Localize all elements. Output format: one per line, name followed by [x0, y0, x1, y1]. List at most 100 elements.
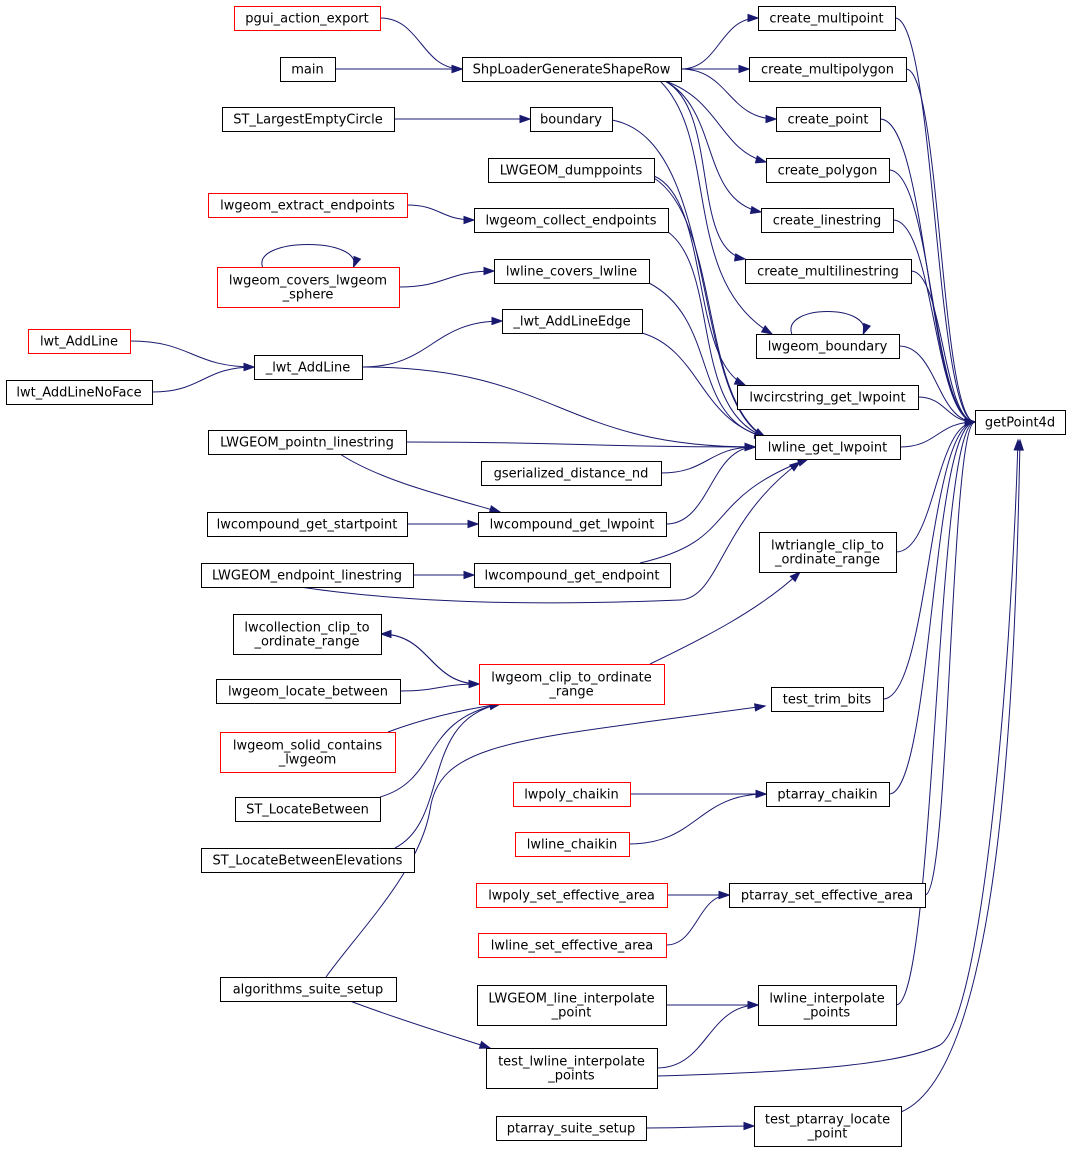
node-test-lwline-interpolate-points[interactable]: test_lwline_interpolate_points [486, 1048, 658, 1089]
node-main[interactable]: main [280, 57, 336, 82]
node-lwgeom-endpoint-linestring[interactable]: LWGEOM_endpoint_linestring [201, 563, 414, 588]
node-lwline-interpolate-points[interactable]: lwline_interpolate_points [758, 985, 897, 1026]
node-lwtriangle-clip-to-ordinate-range[interactable]: lwtriangle_clip_to_ordinate_range [759, 532, 897, 573]
edge-ptarray-suite-setup-to-test-ptarray-locate-point [645, 1121, 756, 1131]
node-lwt-addlinenoface[interactable]: lwt_AddLineNoFace [6, 380, 153, 405]
node-create-linestring[interactable]: create_linestring [761, 208, 894, 233]
node-label: ptarray_chaikin [777, 788, 877, 803]
node-boundary[interactable]: boundary [530, 107, 613, 132]
node-lwgeom-boundary[interactable]: lwgeom_boundary [756, 334, 900, 359]
node-label: create_linestring [773, 214, 882, 229]
node-label: ptarray_set_effective_area [741, 889, 913, 904]
edge-lwline-set-effective-area-to-ptarray-set-effective-area [665, 890, 731, 946]
node-box [233, 614, 382, 655]
node-lwgeom-extract-endpoints[interactable]: lwgeom_extract_endpoints [208, 193, 408, 218]
node-lwline-set-effective-area[interactable]: lwline_set_effective_area [478, 933, 667, 958]
node-lwgeom-dumppoints[interactable]: LWGEOM_dumppoints [488, 158, 655, 183]
node-ptarray-suite-setup[interactable]: ptarray_suite_setup [496, 1116, 647, 1141]
node-box [486, 1048, 658, 1089]
node-lwgeom-clip-to-ordinate-range[interactable]: lwgeom_clip_to_ordinate_range [479, 664, 665, 705]
node-lwgeom-solid-contains-lwgeom[interactable]: lwgeom_solid_contains_lwgeom [220, 732, 396, 773]
node-lwline-covers-lwline[interactable]: lwline_covers_lwline [494, 259, 650, 284]
node-box [201, 563, 414, 588]
node-pgui-action-export[interactable]: pgui_action_export [234, 6, 381, 31]
node-label: create_multipolygon [761, 63, 894, 78]
node-lwgeom-collect-endpoints[interactable]: lwgeom_collect_endpoints [474, 208, 669, 233]
node-box [220, 732, 396, 773]
node-test-ptarray-locate-point[interactable]: test_ptarray_locate_point [754, 1106, 902, 1147]
node-create-polygon[interactable]: create_polygon [766, 158, 890, 183]
node-label: lwline_set_effective_area [491, 939, 654, 954]
node-box [761, 208, 894, 233]
edge-lwline-interpolate-points-to-getpoint4d [895, 417, 977, 1006]
node-label: lwpoly_set_effective_area [488, 889, 655, 904]
node-box [234, 6, 381, 31]
node-test-trim-bits[interactable]: test_trim_bits [771, 687, 884, 712]
node-algorithms-suite-setup[interactable]: algorithms_suite_setup [220, 977, 397, 1002]
edge-test-lwline-interpolate-points-to-lwline-interpolate-points [656, 1000, 760, 1069]
node-gserialized-distance-nd[interactable]: gserialized_distance_nd [481, 461, 662, 486]
edge-lwgeom-extract-endpoints-to-lwgeom-collect-endpoints [406, 204, 476, 225]
node-box [235, 797, 381, 822]
nodes-layer: getPoint4dcreate_multipointcreate_multip… [6, 6, 1066, 1147]
node-st-locatebetween[interactable]: ST_LocateBetween [235, 797, 381, 822]
node-label: _sphere [282, 288, 334, 303]
edge-lwcompound-get-lwpoint-to-lwline-get-lwpoint [665, 442, 757, 525]
node-label: create_point [788, 113, 869, 128]
node-label: _ordinate_range [253, 635, 359, 650]
edge-test-lwline-interpolate-points-to-getpoint4d [656, 438, 1022, 1077]
node-label: LWGEOM_endpoint_linestring [212, 569, 402, 584]
node-lwcompound-get-startpoint[interactable]: lwcompound_get_startpoint [207, 512, 408, 537]
node-lwcompound-get-lwpoint[interactable]: lwcompound_get_lwpoint [478, 512, 667, 537]
node-label: lwt_AddLine [40, 335, 118, 350]
node-lwgeom-pointn-linestring[interactable]: LWGEOM_pointn_linestring [208, 430, 407, 455]
node-lwt-addline[interactable]: lwt_AddLine [28, 329, 131, 354]
node-ptarray-chaikin[interactable]: ptarray_chaikin [766, 782, 890, 807]
node-label: _points [547, 1069, 595, 1084]
node-label: lwline_covers_lwline [506, 265, 637, 280]
node-lwgeom-locate-between[interactable]: lwgeom_locate_between [216, 679, 401, 704]
edge-lwgeom-covers-lwgeom-sphere-to-lwline-covers-lwline [398, 266, 496, 288]
edge-main-to-shploadergenerateshaperow [335, 64, 464, 74]
node-label: lwtriangle_clip_to [771, 539, 884, 554]
node-box [6, 380, 153, 405]
edge-lwline-covers-lwline-to-lwline-get-lwpoint [648, 282, 767, 439]
edge-lwgeom-endpoint-linestring-to-lwline-get-lwpoint [299, 461, 802, 604]
node-lwpoly-chaikin[interactable]: lwpoly_chaikin [513, 782, 631, 807]
node-create-multipolygon[interactable]: create_multipolygon [749, 57, 907, 82]
edge-shploadergenerateshaperow-to-create-multipoint [680, 13, 760, 70]
node-create-multipoint[interactable]: create_multipoint [758, 6, 896, 31]
node-box [502, 309, 643, 334]
node-label: _point [807, 1127, 848, 1142]
edge-pgui-action-export-to-shploadergenerateshaperow [379, 17, 464, 74]
edge-gserialized-distance-nd-to-lwline-get-lwpoint [660, 442, 757, 474]
node-st-largestemptycircle[interactable]: ST_LargestEmptyCircle [222, 107, 395, 132]
edge-lwgeom-locate-between-to-lwgeom-clip-to-ordinate-range [399, 679, 481, 692]
node-lwgeom-covers-lwgeom-sphere[interactable]: lwgeom_covers_lwgeom_sphere [217, 267, 400, 308]
node-st-locatebetweenelevations[interactable]: ST_LocateBetweenElevations [201, 848, 415, 873]
node-box [759, 532, 897, 573]
node-lwcircstring-get-lwpoint[interactable]: lwcircstring_get_lwpoint [737, 385, 919, 410]
node-lwcompound-get-endpoint[interactable]: lwcompound_get_endpoint [474, 563, 671, 588]
node-lwgeom-line-interpolate-point[interactable]: LWGEOM_line_interpolate_point [477, 985, 667, 1026]
node-create-multilinestring[interactable]: create_multilinestring [745, 259, 912, 284]
node-box [462, 57, 682, 82]
node-lwcollection-clip-to-ordinate-range[interactable]: lwcollection_clip_to_ordinate_range [233, 614, 382, 655]
node-box [758, 985, 897, 1026]
node-label: test_lwline_interpolate [498, 1055, 645, 1070]
node-label: lwgeom_solid_contains [233, 739, 383, 754]
node-label: main [291, 63, 323, 78]
node-lwt-addline[interactable]: _lwt_AddLine [254, 355, 363, 380]
node-lwpoly-set-effective-area[interactable]: lwpoly_set_effective_area [476, 883, 668, 908]
edge-ptarray-set-effective-area-to-getpoint4d [924, 417, 977, 896]
node-label: lwcompound_get_startpoint [217, 518, 398, 533]
node-lwline-get-lwpoint[interactable]: lwline_get_lwpoint [755, 435, 901, 460]
node-lwline-chaikin[interactable]: lwline_chaikin [515, 832, 630, 857]
node-shploadergenerateshaperow[interactable]: ShpLoaderGenerateShapeRow [462, 57, 682, 82]
node-box [494, 259, 650, 284]
edge-lwtriangle-clip-to-ordinate-range-to-getpoint4d [895, 417, 977, 553]
node-box [776, 107, 881, 132]
node-ptarray-set-effective-area[interactable]: ptarray_set_effective_area [729, 883, 926, 908]
node-create-point[interactable]: create_point [776, 107, 881, 132]
node-lwt-addlineedge[interactable]: _lwt_AddLineEdge [502, 309, 643, 334]
